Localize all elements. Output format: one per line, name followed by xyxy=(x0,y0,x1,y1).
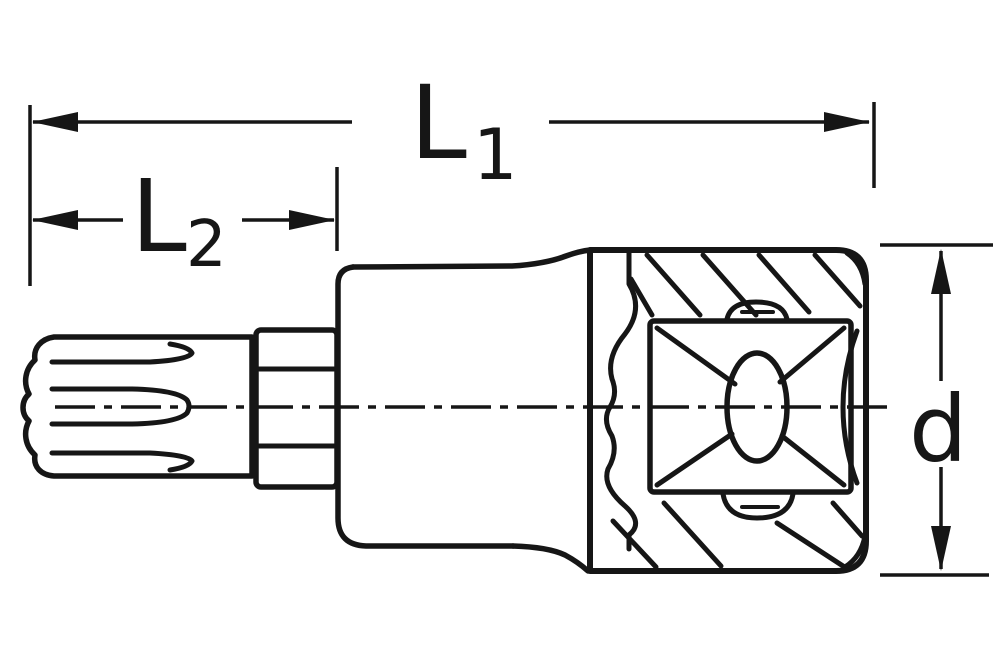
socket-body xyxy=(587,247,869,574)
detent-notch-top xyxy=(724,299,790,322)
pin-hole xyxy=(724,350,790,464)
l2-label: L xyxy=(131,158,187,275)
arrowhead-left xyxy=(32,112,78,132)
detent-notch-bottom xyxy=(720,491,796,521)
neck-cylinder xyxy=(335,247,593,574)
l2-label-sub: 2 xyxy=(186,208,227,282)
l1-label: L xyxy=(410,64,467,183)
arrowhead-left xyxy=(32,210,78,230)
bit-tip-spline xyxy=(20,334,255,479)
arrowhead-right xyxy=(824,112,870,132)
dimension-l2: L 2 xyxy=(32,158,339,282)
dimension-d: d xyxy=(880,243,993,577)
dimension-l1: L 1 xyxy=(28,64,876,286)
square-drive-recess xyxy=(647,299,860,521)
arrowhead-up xyxy=(931,249,951,294)
d-label: d xyxy=(909,376,967,483)
arrowhead-down xyxy=(931,526,951,571)
serration-profile xyxy=(604,250,638,552)
drive-corner-arc xyxy=(840,328,860,486)
arrowhead-right xyxy=(289,210,335,230)
l1-label-sub: 1 xyxy=(473,114,518,196)
